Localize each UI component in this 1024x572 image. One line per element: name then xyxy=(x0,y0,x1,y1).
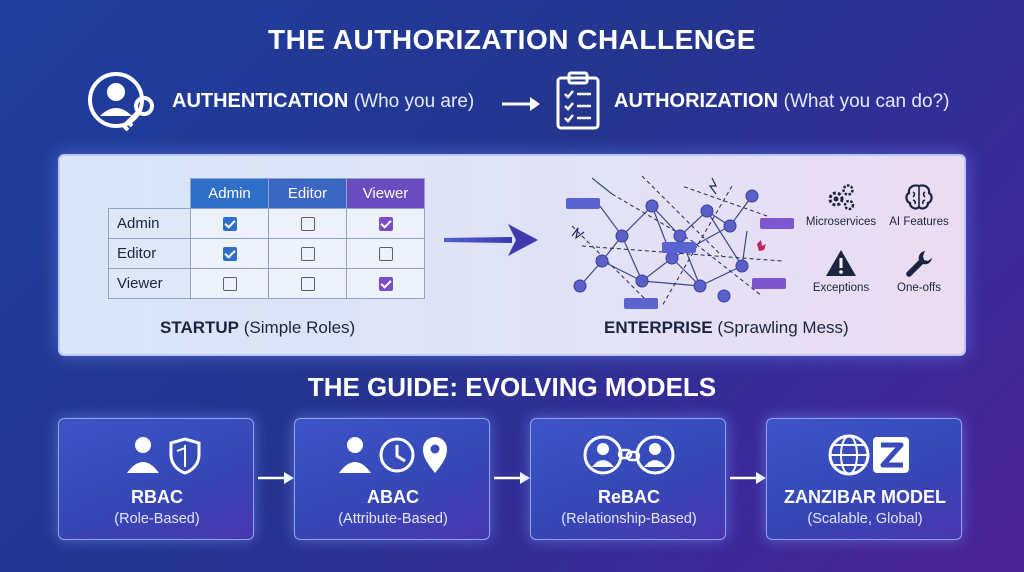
matrix-checkbox xyxy=(378,247,393,262)
matrix-row-label: Admin xyxy=(108,208,191,239)
transition-arrow-icon xyxy=(442,218,542,262)
matrix-checkbox xyxy=(378,217,393,232)
enterprise-item-one-offs: One-offs xyxy=(874,248,964,294)
enterprise-sub: (Sprawling Mess) xyxy=(717,318,849,337)
model-desc: (Scalable, Global) xyxy=(807,511,923,527)
model-card-abac: ABAC (Attribute-Based) xyxy=(294,418,490,540)
guide-title: THE GUIDE: EVOLVING MODELS xyxy=(307,372,717,402)
user-key-icon xyxy=(86,70,158,134)
matrix-header-viewer: Viewer xyxy=(346,178,425,209)
enterprise-caption: ENTERPRISE (Sprawling Mess) xyxy=(604,318,849,338)
model-name: ZANZIBAR MODEL xyxy=(784,487,946,507)
arrow-right-icon xyxy=(492,470,532,486)
arrow-right-icon xyxy=(728,470,768,486)
startup-sub: (Simple Roles) xyxy=(243,318,356,337)
model-name: ReBAC xyxy=(597,487,660,507)
sprawling-network-diagram xyxy=(552,166,802,316)
page-title: THE AUTHORIZATION CHALLENGE xyxy=(268,24,756,55)
model-name: RBAC xyxy=(131,487,183,507)
arrow-right-icon xyxy=(256,470,296,486)
model-name: ABAC xyxy=(367,487,419,507)
matrix-checkbox xyxy=(222,277,237,292)
matrix-row-label: Editor xyxy=(108,238,191,269)
authorization-label: AUTHORIZATION xyxy=(614,90,779,112)
matrix-header-editor: Editor xyxy=(268,178,347,209)
authentication-text: AUTHENTICATION (Who you are) xyxy=(172,90,474,113)
wrench-icon xyxy=(906,251,932,277)
enterprise-item-microservices: Microservices xyxy=(796,182,886,228)
linked-users-icon xyxy=(531,431,727,479)
authorization-text: AUTHORIZATION (What you can do?) xyxy=(614,90,949,113)
enterprise-item-ai-features: AI Features xyxy=(874,182,964,228)
enterprise-item-label: Exceptions xyxy=(812,282,870,294)
model-desc: (Role-Based) xyxy=(114,511,200,527)
matrix-checkbox xyxy=(300,247,315,262)
startup-label: STARTUP xyxy=(160,318,240,337)
role-matrix: Admin Editor Viewer Admin Editor Viewer xyxy=(108,178,425,299)
matrix-checkbox xyxy=(300,217,315,232)
authentication-sub: (Who you are) xyxy=(353,91,475,112)
globe-z-icon xyxy=(767,431,963,479)
user-clock-location-icon xyxy=(295,431,491,479)
startup-caption: STARTUP (Simple Roles) xyxy=(160,318,355,338)
matrix-header-admin: Admin xyxy=(190,178,269,209)
brain-icon xyxy=(905,184,933,210)
matrix-checkbox xyxy=(222,247,237,262)
enterprise-item-label: Microservices xyxy=(805,216,877,228)
user-shield-icon xyxy=(59,431,255,479)
model-desc: (Attribute-Based) xyxy=(338,511,448,527)
matrix-checkbox xyxy=(378,277,393,292)
comparison-panel: Admin Editor Viewer Admin Editor Viewer xyxy=(58,154,966,356)
model-card-rebac: ReBAC (Relationship-Based) xyxy=(530,418,726,540)
matrix-row-label: Viewer xyxy=(108,268,191,299)
gears-icon xyxy=(828,184,855,211)
clipboard-checklist-icon xyxy=(554,70,602,132)
model-card-rbac: RBAC (Role-Based) xyxy=(58,418,254,540)
authentication-label: AUTHENTICATION xyxy=(172,90,349,112)
model-desc: (Relationship-Based) xyxy=(561,511,697,527)
enterprise-item-exceptions: Exceptions xyxy=(796,248,886,294)
auth-row: AUTHENTICATION (Who you are) AUTHORIZATI… xyxy=(0,70,1024,134)
matrix-checkbox xyxy=(300,277,315,292)
matrix-checkbox xyxy=(222,217,237,232)
authorization-sub: (What you can do?) xyxy=(783,91,950,112)
arrow-right-icon xyxy=(500,94,544,114)
model-card-zanzibar: ZANZIBAR MODEL (Scalable, Global) xyxy=(766,418,962,540)
warning-icon xyxy=(826,250,856,276)
enterprise-label: ENTERPRISE xyxy=(604,318,713,337)
enterprise-item-label: AI Features xyxy=(889,216,949,228)
enterprise-item-label: One-offs xyxy=(897,282,941,294)
